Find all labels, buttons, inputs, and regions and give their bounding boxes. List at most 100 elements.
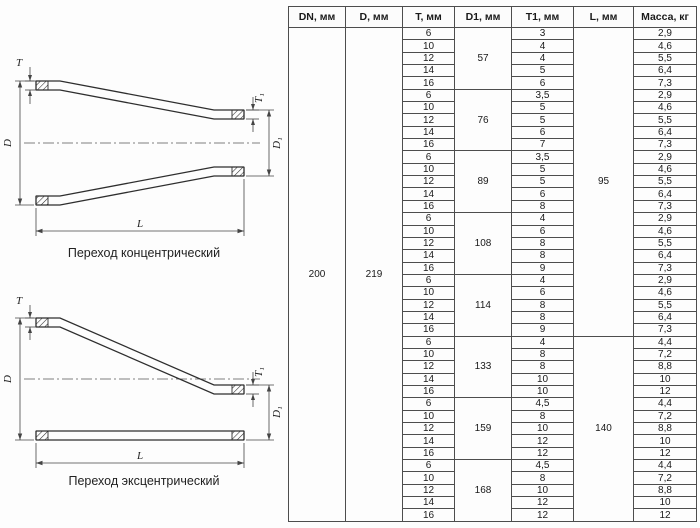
- cell-t: 12: [402, 421, 455, 436]
- cell-mass: 5,5: [633, 298, 697, 312]
- cell-t1: 3: [511, 26, 574, 41]
- cell-mass: 10: [633, 496, 697, 510]
- cell-t: 14: [402, 434, 455, 448]
- dim-label-d: D: [2, 139, 14, 148]
- cell-t: 14: [402, 372, 455, 386]
- cell-t1: 4: [511, 39, 574, 53]
- dim-label-d1: D₁: [271, 137, 283, 150]
- cell-mass: 8,8: [633, 483, 697, 498]
- cell-t: 12: [402, 175, 455, 189]
- cell-mass: 7,3: [633, 76, 697, 90]
- cell-mass: 4,4: [633, 335, 697, 349]
- eccentric-reducer-diagram: T T₁ D: [2, 295, 283, 468]
- cell-t1: 3,5: [511, 88, 574, 103]
- cell-t1: 12: [511, 434, 574, 448]
- cell-t1: 8: [511, 310, 574, 325]
- eccentric-reducer-drawing: T T₁ D: [2, 290, 286, 488]
- cell-t1: 6: [511, 76, 574, 90]
- cell-l: 140: [573, 335, 634, 522]
- cell-t: 16: [402, 384, 455, 399]
- col-header-t: T, мм: [402, 6, 455, 28]
- cell-mass: 4,6: [633, 286, 697, 300]
- cell-t: 12: [402, 360, 455, 374]
- cell-mass: 2,9: [633, 150, 697, 164]
- table-row: 12 5 5,5: [289, 175, 697, 189]
- cell-t: 14: [402, 249, 455, 263]
- cell-t1: 5: [511, 175, 574, 189]
- cell-t: 6: [402, 459, 455, 473]
- col-header-t1: T1, мм: [511, 6, 574, 28]
- cell-mass: 5,5: [633, 51, 697, 66]
- cell-t: 10: [402, 39, 455, 53]
- cell-mass: 4,6: [633, 101, 697, 115]
- cell-t1: 9: [511, 261, 574, 275]
- cell-t1: 8: [511, 360, 574, 374]
- cell-mass: 7,3: [633, 323, 697, 337]
- cell-t: 14: [402, 310, 455, 325]
- dim-label-d: D: [2, 375, 14, 384]
- cell-t: 6: [402, 273, 455, 288]
- cell-t: 6: [402, 212, 455, 226]
- cell-t: 10: [402, 286, 455, 300]
- cell-t1: 12: [511, 508, 574, 522]
- cell-t: 16: [402, 508, 455, 522]
- cell-mass: 6,4: [633, 64, 697, 78]
- cell-d1: 108: [454, 212, 512, 275]
- cell-mass: 10: [633, 434, 697, 448]
- cell-t1: 8: [511, 409, 574, 424]
- cell-mass: 5,5: [633, 175, 697, 189]
- dim-label-l: L: [136, 218, 143, 230]
- cell-t: 6: [402, 335, 455, 349]
- cell-t: 14: [402, 187, 455, 201]
- dim-label-d1: D₁: [271, 406, 283, 419]
- cell-t1: 4: [511, 212, 574, 226]
- cell-mass: 7,3: [633, 138, 697, 152]
- cell-t: 12: [402, 113, 455, 127]
- concentric-caption: Переход концентрический: [67, 246, 221, 260]
- cell-t1: 8: [511, 471, 574, 485]
- cell-t: 6: [402, 397, 455, 411]
- cell-mass: 2,9: [633, 26, 697, 41]
- cell-t: 16: [402, 138, 455, 152]
- cell-t: 10: [402, 162, 455, 177]
- cell-t1: 4,5: [511, 397, 574, 411]
- cell-t1: 8: [511, 298, 574, 312]
- dimension-D1: D₁: [246, 109, 283, 177]
- cell-mass: 10: [633, 372, 697, 386]
- cell-t: 10: [402, 224, 455, 238]
- cell-t: 16: [402, 323, 455, 337]
- cell-t1: 4,5: [511, 459, 574, 473]
- cell-t1: 4: [511, 51, 574, 66]
- col-header-dn: DN, мм: [288, 6, 346, 28]
- cell-mass: 4,4: [633, 397, 697, 411]
- dim-label-t: T: [16, 57, 23, 69]
- cell-t: 10: [402, 101, 455, 115]
- cell-t1: 10: [511, 421, 574, 436]
- cell-t1: 4: [511, 273, 574, 288]
- cell-t: 12: [402, 298, 455, 312]
- cell-mass: 5,5: [633, 113, 697, 127]
- concentric-reducer-diagram: T T₁ D: [2, 57, 283, 236]
- cell-d1: 159: [454, 397, 512, 461]
- cell-mass: 8,8: [633, 360, 697, 374]
- cell-mass: 7,2: [633, 347, 697, 362]
- spec-table-header: DN, мм D, мм T, мм D1, мм T1, мм L, мм М…: [288, 6, 697, 28]
- cell-t1: 6: [511, 224, 574, 238]
- dimension-D1: D₁: [246, 384, 283, 441]
- dimension-L: L: [35, 443, 245, 468]
- cell-mass: 6,4: [633, 249, 697, 263]
- cell-d1: 114: [454, 273, 512, 337]
